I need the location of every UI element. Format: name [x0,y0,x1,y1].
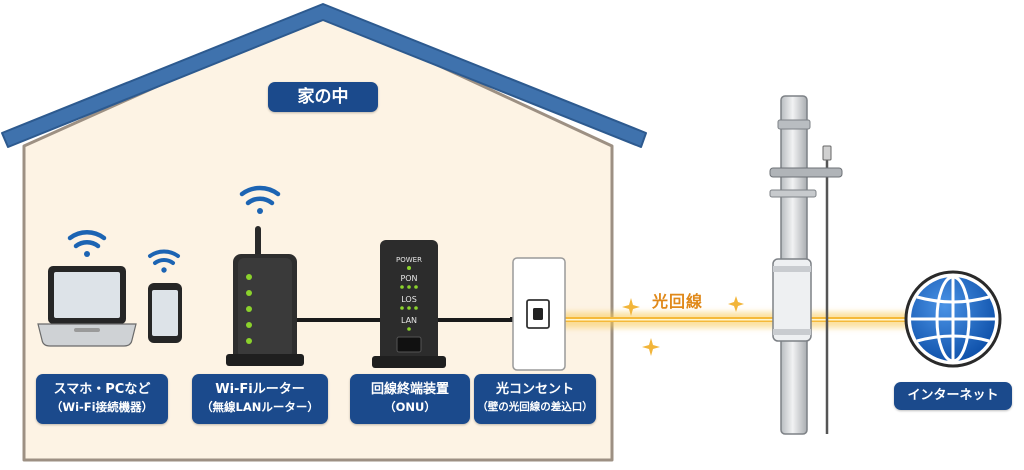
fiber-label: 光回線 [652,292,704,311]
wifi-icon [67,230,107,257]
wifi-icon [148,249,180,273]
fiber-line [560,312,920,328]
device-label-outlet-line1: 光コンセント [495,382,574,397]
device-label-onu-line1: 回線終端装置 [370,382,449,397]
internet-label-text: インターネット [907,388,999,403]
utility-pole [769,95,843,435]
onu-icon: POWER PON LOS LAN [372,240,446,368]
internet-label: インターネット [894,382,1012,410]
house-roof [1,3,647,148]
house [1,3,647,462]
device-label-router-line1: Wi-Fiルーター [215,382,305,397]
onu-indicator-lan: LAN [401,316,417,325]
device-label-outlet: 光コンセント （壁の光回線の差込口） [474,374,596,424]
globe-icon [904,270,1002,368]
device-label-onu-line2: （ONU） [384,400,436,414]
device-label-client-line2: （Wi-Fi接続機器） [50,400,154,414]
device-label-router: Wi-Fiルーター （無線LANルーター） [192,374,328,424]
device-label-client-line1: スマホ・PCなど [53,382,151,397]
device-label-client: スマホ・PCなど （Wi-Fi接続機器） [36,374,168,424]
house-title: 家の中 [268,82,378,112]
optical-outlet-icon [512,257,566,371]
wifi-icon [239,185,281,214]
device-label-onu: 回線終端装置 （ONU） [350,374,470,424]
house-title-text: 家の中 [297,87,349,107]
router-icon [226,226,304,366]
onu-indicator-los: LOS [401,295,417,304]
device-label-outlet-line2: （壁の光回線の差込口） [477,401,593,413]
device-label-router-line2: （無線LANルーター） [201,400,319,414]
onu-indicator-pon: PON [400,274,417,283]
sparkle-icon [622,296,744,356]
onu-indicator-power: POWER [396,256,422,264]
smartphone-icon [148,283,182,343]
laptop-icon [37,266,137,347]
